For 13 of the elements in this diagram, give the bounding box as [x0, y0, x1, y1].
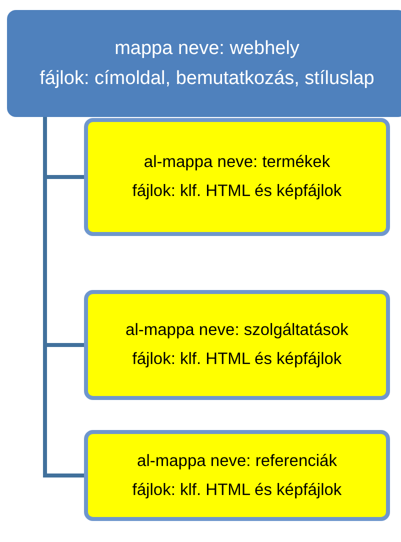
subfolder-box: [84, 430, 390, 521]
folder-name: al-mappa neve: referenciák: [137, 452, 337, 470]
file-list: fájlok: címoldal, bemutatkozás, stíluslap: [40, 68, 374, 90]
folder-name: mappa neve: webhely: [114, 38, 300, 60]
connector-line: [43, 117, 84, 478]
folder-name: al-mappa neve: termékek: [144, 153, 330, 172]
subfolder-box: [84, 290, 390, 400]
file-list: fájlok: klf. HTML és képfájlok: [132, 350, 342, 369]
file-list: fájlok: klf. HTML és képfájlok: [132, 480, 342, 500]
subfolder-box: [84, 118, 390, 236]
folder-box: [7, 10, 401, 117]
file-list: fájlok: klf. HTML és képfájlok: [132, 182, 342, 201]
folder-name: al-mappa neve: szolgáltatások: [126, 321, 348, 340]
